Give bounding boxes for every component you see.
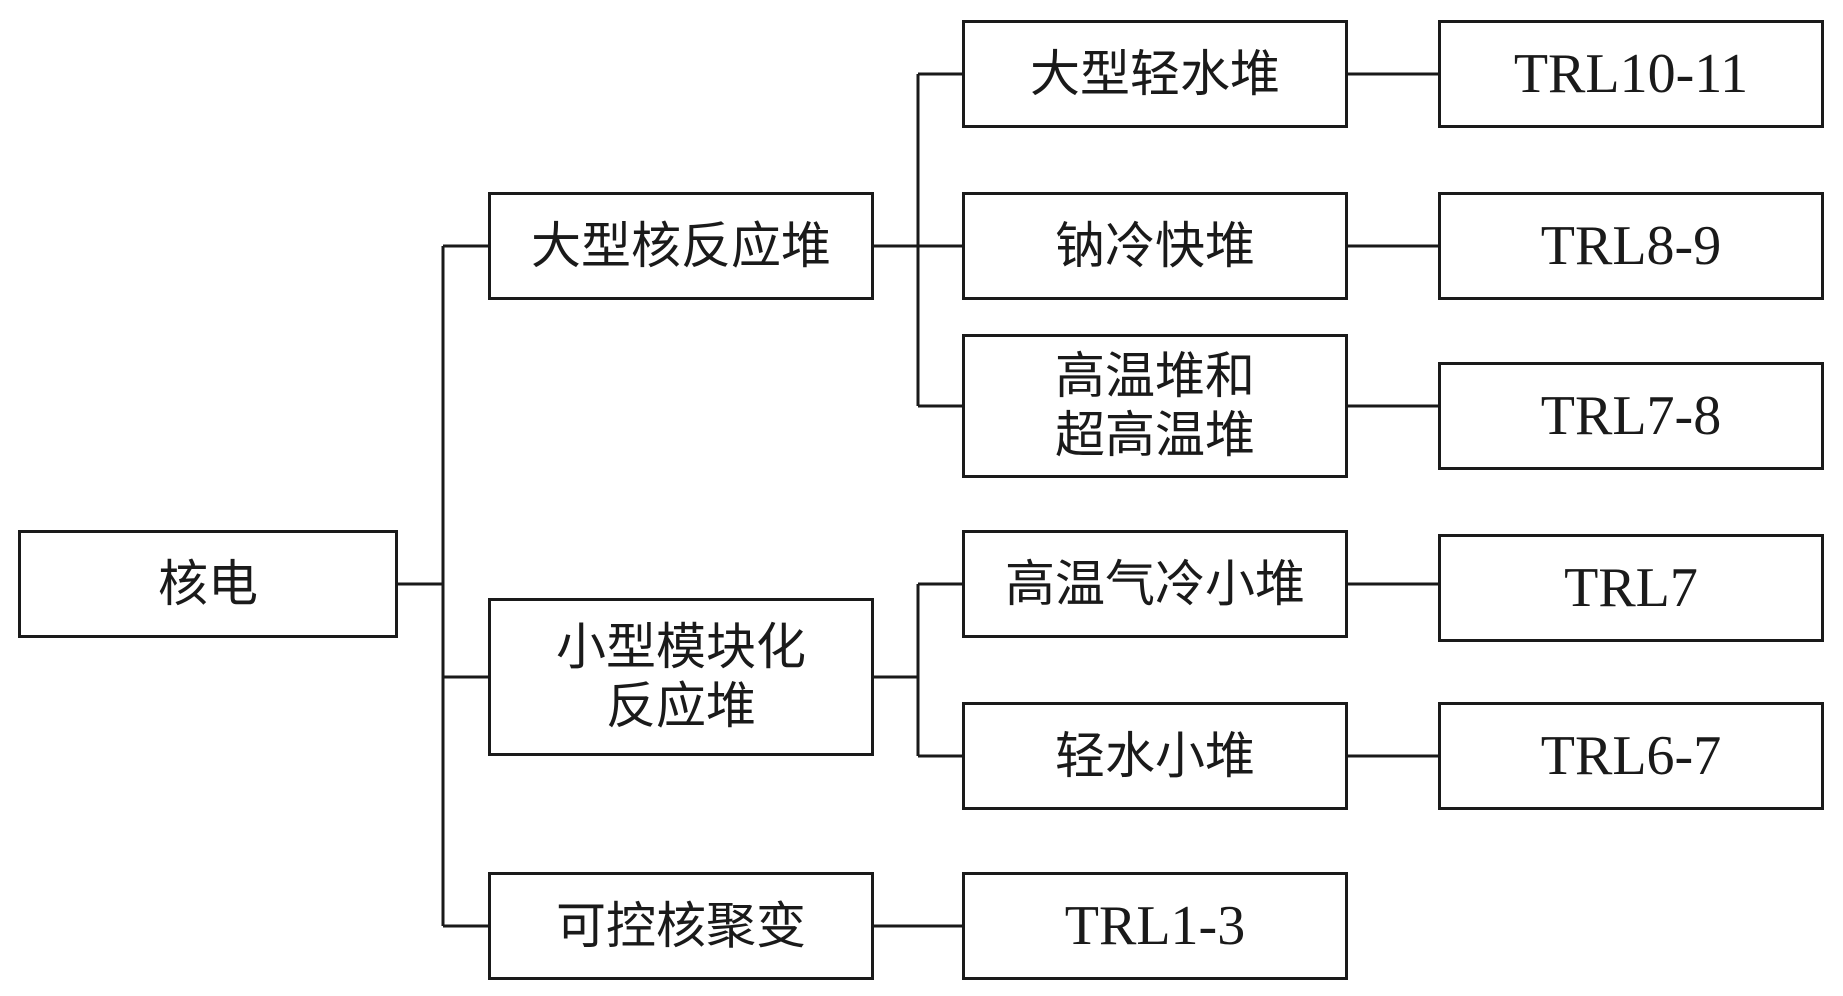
- reactor-node-htr-vhtr: 高温堆和 超高温堆: [962, 334, 1348, 478]
- trl-node-label: TRL7: [1564, 556, 1698, 619]
- trl-node-small-htgr: TRL7: [1438, 534, 1824, 642]
- trl-node-large-lwr: TRL10-11: [1438, 20, 1824, 128]
- reactor-node-label: 钠冷快堆: [1055, 216, 1255, 275]
- trl-node-label: TRL6-7: [1540, 724, 1722, 787]
- trl-node-fusion: TRL1-3: [962, 872, 1348, 980]
- reactor-node-small-htgr: 高温气冷小堆: [962, 530, 1348, 638]
- category-node-label: 可控核聚变: [556, 896, 806, 955]
- trl-node-htr-vhtr: TRL7-8: [1438, 362, 1824, 470]
- category-node-fusion: 可控核聚变: [488, 872, 874, 980]
- trl-node-label: TRL1-3: [1064, 894, 1246, 957]
- category-node-label: 大型核反应堆: [531, 216, 831, 275]
- category-node-label: 小型模块化 反应堆: [556, 618, 806, 735]
- trl-node-sodium-fast: TRL8-9: [1438, 192, 1824, 300]
- trl-node-small-lwr: TRL6-7: [1438, 702, 1824, 810]
- reactor-node-large-lwr: 大型轻水堆: [962, 20, 1348, 128]
- reactor-node-small-lwr: 轻水小堆: [962, 702, 1348, 810]
- reactor-node-label: 高温气冷小堆: [1005, 554, 1305, 613]
- category-node-large-reactor: 大型核反应堆: [488, 192, 874, 300]
- root-node-label: 核电: [158, 554, 258, 613]
- reactor-node-label: 轻水小堆: [1055, 726, 1255, 785]
- reactor-node-label: 大型轻水堆: [1030, 44, 1280, 103]
- category-node-smr: 小型模块化 反应堆: [488, 598, 874, 756]
- trl-node-label: TRL8-9: [1540, 214, 1722, 277]
- trl-node-label: TRL7-8: [1540, 384, 1722, 447]
- root-node-nuclear-power: 核电: [18, 530, 398, 638]
- reactor-node-label: 高温堆和 超高温堆: [1055, 347, 1255, 464]
- reactor-node-sodium-fast: 钠冷快堆: [962, 192, 1348, 300]
- trl-node-label: TRL10-11: [1513, 42, 1749, 105]
